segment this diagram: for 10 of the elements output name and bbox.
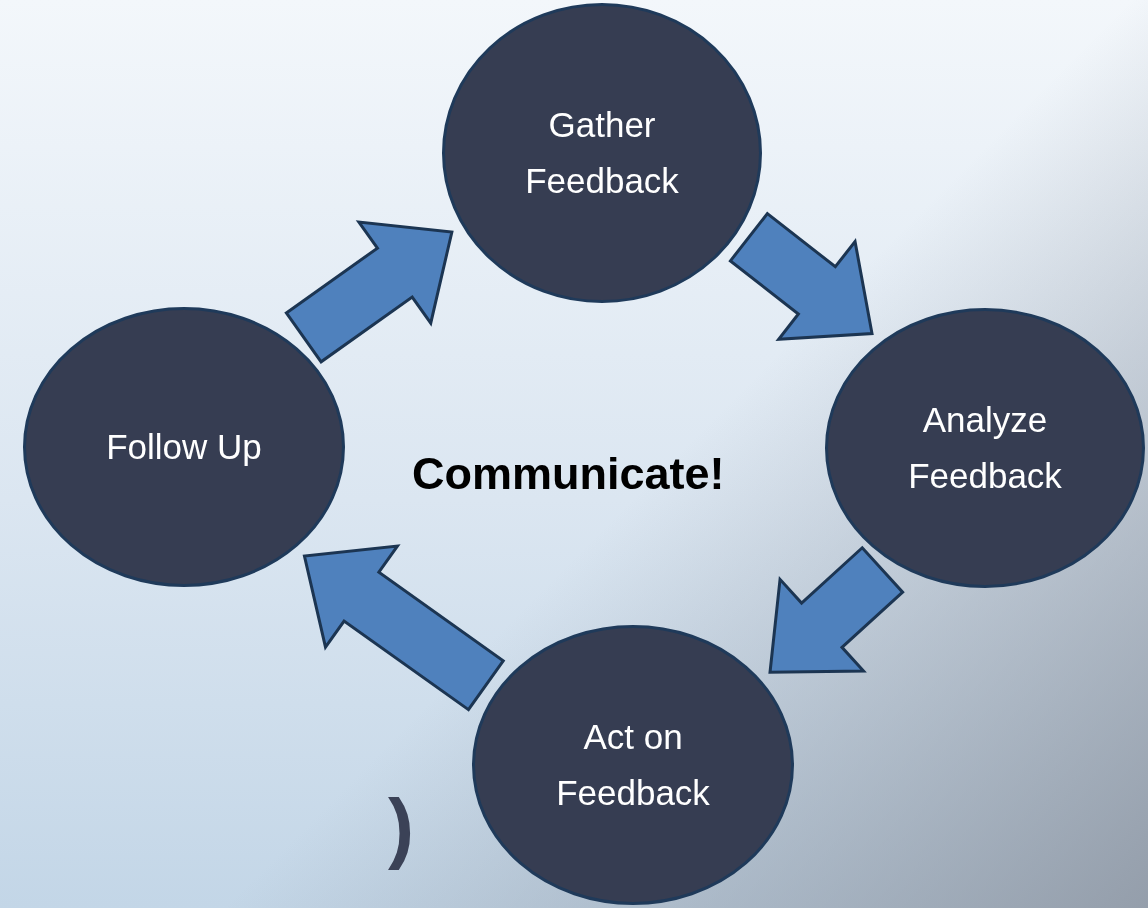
step-label: Analyze Feedback <box>907 399 1063 497</box>
block-arrow <box>728 211 874 341</box>
step-label: Act on Feedback <box>555 716 711 814</box>
step-label: Gather Feedback <box>524 104 680 202</box>
center-label: Communicate! <box>412 448 725 500</box>
block-arrow <box>768 545 905 674</box>
block-arrow <box>302 544 506 712</box>
step-label: Follow Up <box>105 426 263 468</box>
block-arrow <box>284 220 454 364</box>
bracket-fragment: ) <box>388 782 414 873</box>
